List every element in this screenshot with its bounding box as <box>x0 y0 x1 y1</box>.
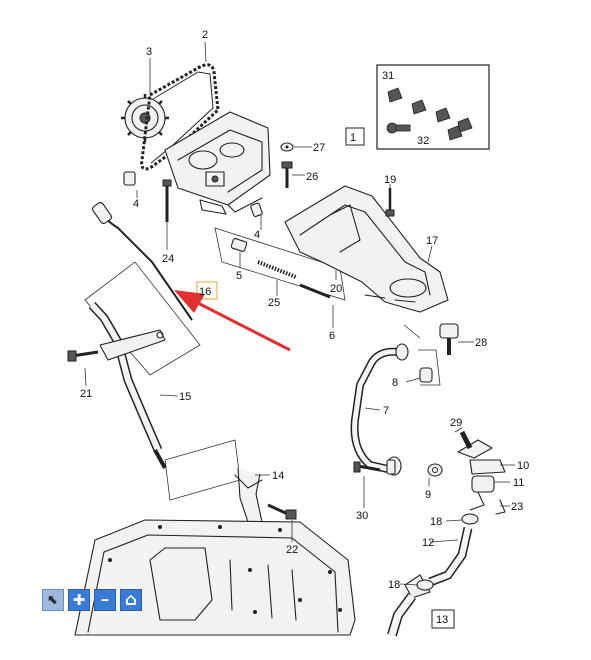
callout-labels: 2 3 4 24 4 5 25 20 6 27 26 19 17 1 31 32… <box>80 29 529 626</box>
callout-22: 22 <box>286 544 298 556</box>
callout-27: 27 <box>313 142 325 154</box>
callout-19: 19 <box>384 174 396 186</box>
dipstick-tube <box>88 301 167 469</box>
callout-20: 20 <box>330 283 342 295</box>
callout-14: 14 <box>272 470 284 482</box>
callout-16: 16 <box>199 286 211 298</box>
oil-pan <box>74 519 356 636</box>
callout-7: 7 <box>383 405 389 417</box>
plus-icon: ✚ <box>72 591 86 609</box>
oil-pickup <box>284 185 449 313</box>
callout-4b: 4 <box>254 229 260 241</box>
select-tool-button[interactable]: ⬉ <box>42 589 64 611</box>
callout-4a: 4 <box>133 198 139 210</box>
callout-13: 13 <box>436 614 448 626</box>
callout-24: 24 <box>162 253 174 265</box>
callout-10: 10 <box>517 460 529 472</box>
clips-box <box>376 64 490 150</box>
oil-pump-body <box>164 111 271 215</box>
callout-2: 2 <box>202 29 208 41</box>
bolt-21 <box>67 350 99 362</box>
bolt-26 <box>281 161 293 188</box>
leader-lines <box>84 41 515 586</box>
callout-31: 31 <box>382 70 394 82</box>
bolt-19 <box>385 188 395 217</box>
sprocket-gear <box>121 94 169 142</box>
home-icon: ⌂ <box>124 590 138 610</box>
relief-valve-parts <box>214 202 346 301</box>
callout-11: 11 <box>513 477 524 489</box>
cursor-icon: ⬉ <box>47 592 59 608</box>
callout-5: 5 <box>236 270 242 282</box>
callout-32: 32 <box>417 135 429 147</box>
zoom-toolbar: ⬉ ✚ ━ ⌂ <box>42 589 142 611</box>
callout-3: 3 <box>146 46 152 58</box>
callout-1: 1 <box>350 132 356 144</box>
zoom-in-button[interactable]: ✚ <box>68 589 90 611</box>
callout-18b: 18 <box>388 579 400 591</box>
bolt-24 <box>162 179 172 222</box>
pin-part <box>123 171 136 186</box>
callout-29: 29 <box>450 417 462 429</box>
callout-28: 28 <box>475 337 487 349</box>
callout-23: 23 <box>511 501 523 513</box>
fitting-parts <box>353 323 506 591</box>
callout-8: 8 <box>392 377 398 389</box>
callout-17: 17 <box>426 235 438 247</box>
highlight-arrow <box>174 290 291 352</box>
callout-18a: 18 <box>430 516 442 528</box>
pipe-12 <box>404 527 473 599</box>
callout-21: 21 <box>80 388 92 400</box>
callout-30: 30 <box>356 510 368 522</box>
home-button[interactable]: ⌂ <box>120 589 142 611</box>
callout-6: 6 <box>329 330 335 342</box>
level-sensor-bracket <box>164 439 263 529</box>
callout-12: 12 <box>422 537 434 549</box>
zoom-out-button[interactable]: ━ <box>94 589 116 611</box>
washer-27 <box>280 142 294 152</box>
callout-9: 9 <box>425 489 431 501</box>
oil-pipe-7 <box>350 343 409 476</box>
callout-26: 26 <box>306 171 318 183</box>
callout-box-1 <box>345 127 365 146</box>
pipe-13 <box>387 593 417 637</box>
callout-box-13 <box>431 609 455 629</box>
bolt-22 <box>267 503 297 520</box>
dipstick <box>84 201 201 376</box>
callout-15: 15 <box>179 391 191 403</box>
callout-25: 25 <box>268 297 280 309</box>
minus-icon: ━ <box>101 593 109 607</box>
